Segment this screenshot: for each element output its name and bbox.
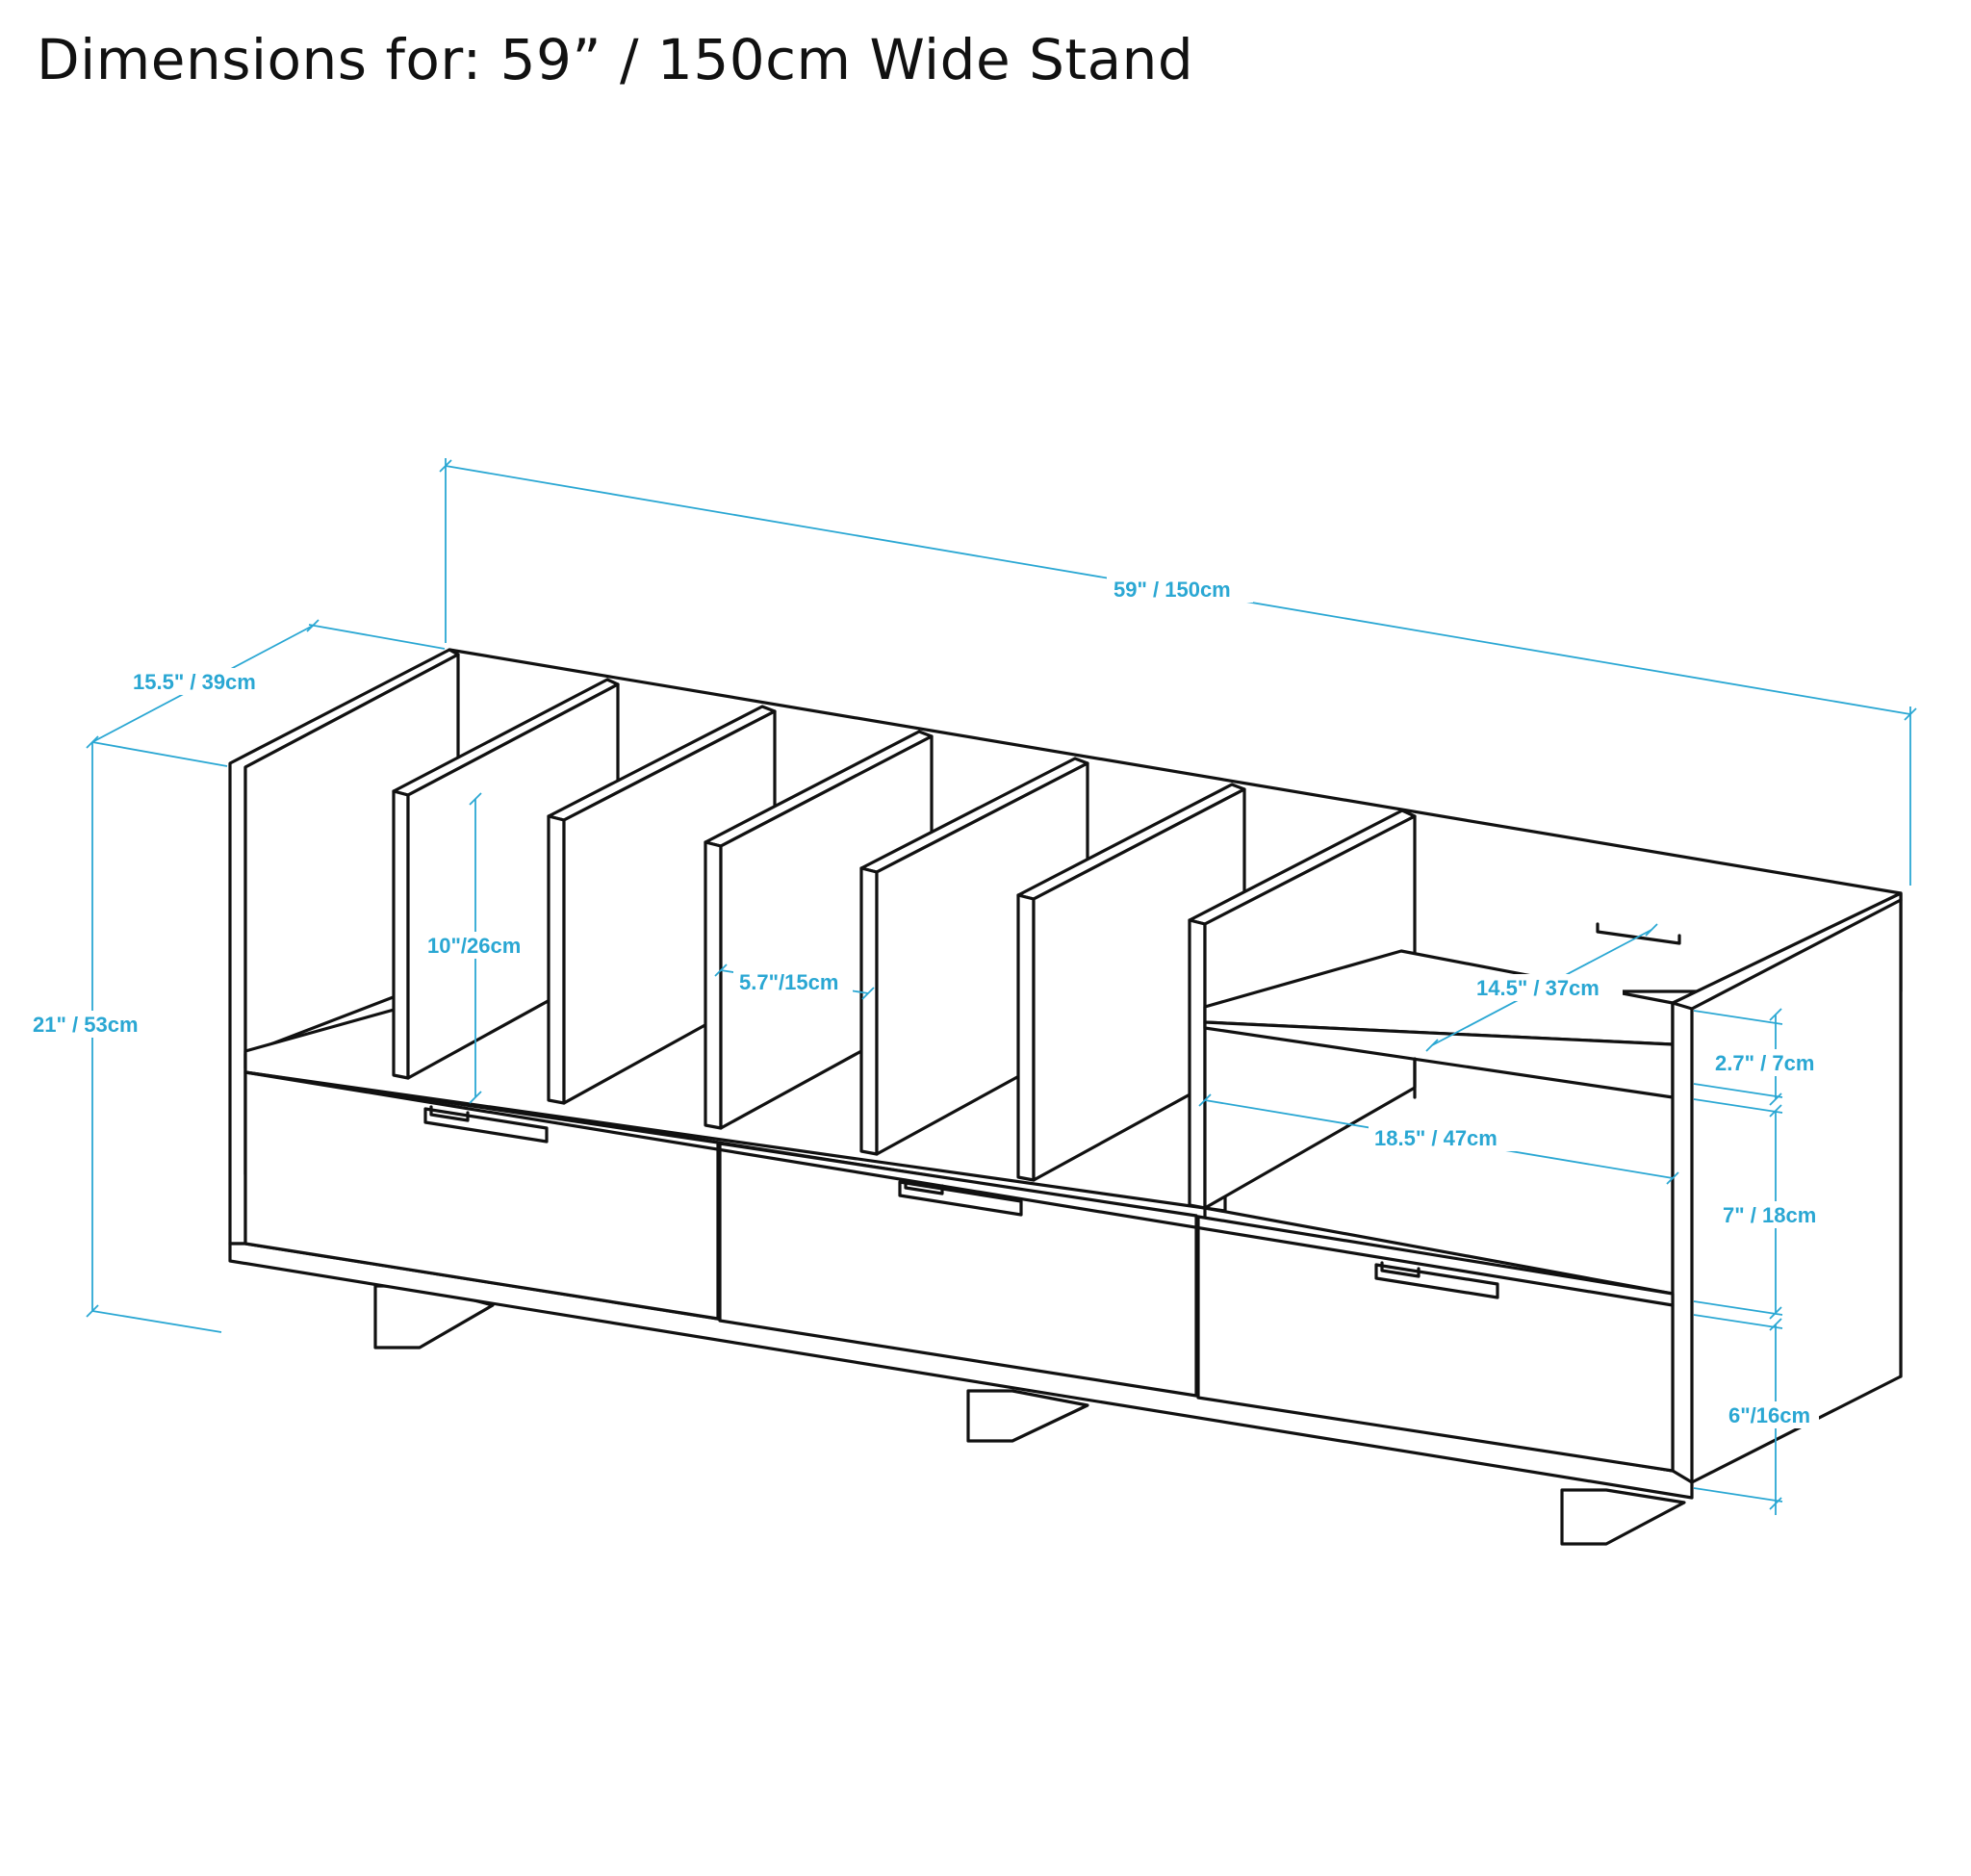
label-depth: 15.5" / 39cm — [133, 670, 256, 694]
stand-legs — [373, 1284, 1686, 1546]
label-shelf-depth: 14.5" / 37cm — [1476, 976, 1600, 1000]
dimension-labels: 59" / 150cm 15.5" / 39cm 21" / 53cm 10"/… — [27, 576, 1825, 1428]
page-title: Dimensions for: 59” / 150cm Wide Stand — [37, 27, 1194, 92]
label-divider-height: 10"/26cm — [427, 934, 521, 958]
label-drawer-height: 6"/16cm — [1728, 1403, 1810, 1427]
label-top-gap: 2.7" / 7cm — [1715, 1051, 1814, 1075]
right-end-panel — [1671, 891, 1903, 1484]
label-overall-width: 59" / 150cm — [1113, 578, 1231, 602]
label-shelf-width: 18.5" / 47cm — [1374, 1126, 1497, 1150]
drawer-section — [228, 1070, 1694, 1500]
label-overall-height: 21" / 53cm — [33, 1013, 139, 1037]
drawer-handles — [423, 1105, 1499, 1299]
drawer-handle-right — [1374, 1261, 1499, 1299]
drawer-handle-left — [423, 1105, 549, 1144]
label-shelf-opening-height: 7" / 18cm — [1723, 1203, 1816, 1227]
drawer-handle-center — [898, 1178, 1023, 1217]
label-divider-spacing: 5.7"/15cm — [739, 970, 838, 994]
record-dividers — [392, 678, 1417, 1210]
